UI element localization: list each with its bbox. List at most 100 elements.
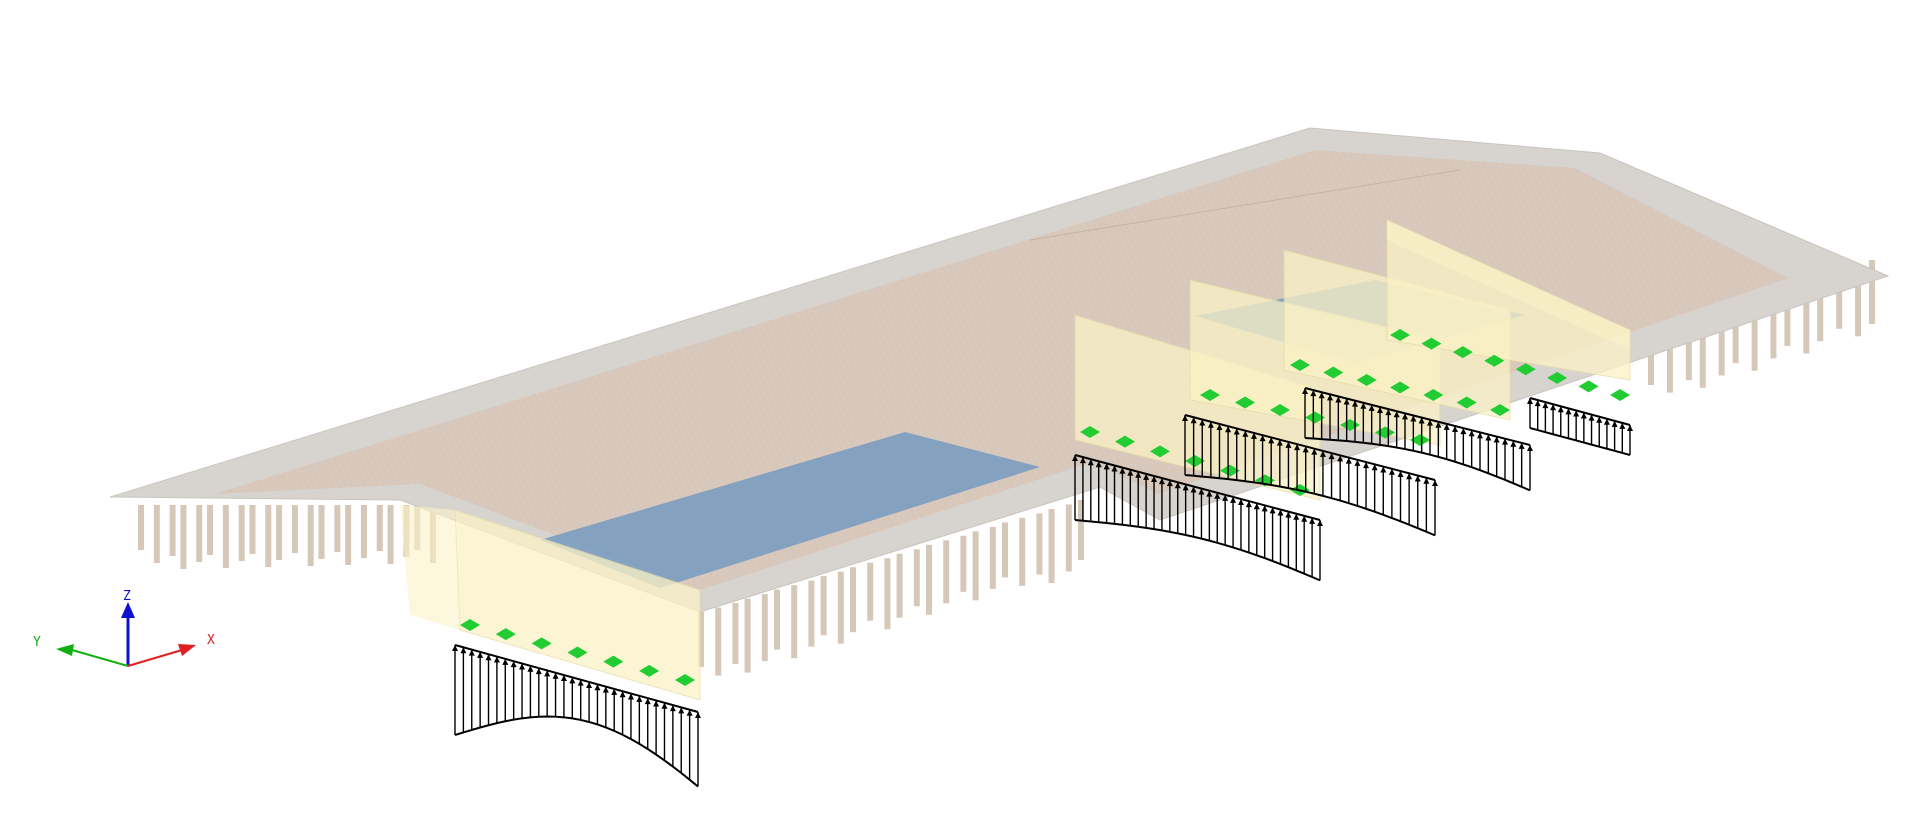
load-arrowhead [1127,469,1134,476]
pile [884,558,891,630]
load-arrowhead [1206,490,1213,497]
load-arrowhead [1327,394,1333,401]
support-marker [603,655,624,668]
load-arrowhead [1222,494,1229,501]
load-arrowhead [468,649,475,656]
load-arrowhead [1368,404,1375,411]
load-arrowhead [1596,416,1603,423]
pile [913,549,920,607]
load-outline [1304,437,1531,492]
load-arrowhead [477,651,484,658]
support-marker [1150,445,1170,458]
load-top-line [1304,387,1531,446]
load-arrowhead [1261,505,1268,512]
load-arrowhead [1285,511,1292,518]
load-arrowhead [1230,496,1237,503]
pile [265,505,272,567]
load-arrowhead [1111,465,1118,472]
load-arrowhead [519,663,526,670]
pile [153,505,160,563]
load-arrowhead [510,661,517,668]
pile [345,505,352,565]
pile [732,603,739,665]
load-arrowhead [1268,437,1275,444]
load-arrowhead [1565,408,1572,415]
slab-opening-large[interactable] [540,432,1040,588]
load-arrowhead [1245,501,1252,508]
x-arrow [178,644,196,656]
pile [896,553,903,618]
x-axis-label: X [207,633,215,648]
pile [222,505,229,568]
pile [138,505,144,550]
load-arrowhead [1166,480,1173,487]
load-outline [1529,427,1631,456]
load-arrowhead [594,684,601,691]
support-marker [1220,464,1240,477]
load-outline [1184,474,1436,537]
load-outline [1074,519,1321,582]
load-arrowhead [1319,450,1326,457]
support-marker [1305,411,1325,424]
support-marker [1390,381,1410,394]
pile [867,562,874,621]
load-arrowhead [1294,444,1301,451]
pile [1078,500,1084,560]
pile [850,567,856,633]
load-arrowhead [1385,409,1392,416]
load-arrowhead [1190,417,1197,424]
axis-triad: Z X Y [33,589,215,667]
load-arrowhead [1477,432,1483,439]
load-arrowhead [1402,413,1408,420]
load-arrowhead [1087,459,1094,466]
load-arrowhead [1427,419,1433,426]
support-marker [1578,380,1599,393]
load-arrowhead [661,702,668,709]
support-marker [1080,426,1100,438]
pile [926,544,932,615]
support-marker [1270,404,1290,416]
loads-group[interactable] [452,387,1633,788]
pile [1699,313,1706,388]
pile [307,505,314,566]
load-arrowhead [485,654,492,661]
load-arrowhead [1360,402,1367,409]
pile [1718,308,1725,376]
slab-ridge-line [1029,169,1461,241]
load-arrowhead [1119,467,1126,474]
load-arrowhead [502,658,509,665]
pile [1784,286,1791,346]
pile [1770,292,1777,359]
pile [1666,324,1673,393]
load-arrowhead [586,681,593,688]
load-arrowhead [1452,426,1458,432]
load-arrowhead [1510,440,1517,447]
support-marker [1456,396,1477,409]
load-arrowhead [1414,475,1421,482]
load-arrowhead [1242,430,1249,437]
load-arrowhead [686,709,693,716]
load-arrowhead [1233,428,1240,435]
load-arrowhead [1542,402,1549,409]
load-arrowhead [1182,484,1189,491]
walls-group[interactable] [400,219,1631,701]
load-arrowhead [1468,430,1475,437]
load-top-line [454,644,699,713]
support-marker [1452,346,1473,359]
pile [334,505,341,552]
load-arrowhead [1550,404,1557,411]
pile [1648,330,1654,385]
support-marker [1185,455,1205,467]
load-arrowhead [1198,488,1205,495]
load-outline [454,715,699,788]
load-arrowhead [1095,461,1102,468]
pile [249,505,256,554]
load-arrowhead [1318,392,1325,399]
load-top-line [1184,414,1436,481]
pile [715,607,722,676]
support-marker [1610,389,1630,401]
load-arrowhead [1443,423,1450,430]
pile [1732,303,1739,364]
pile [989,526,996,589]
